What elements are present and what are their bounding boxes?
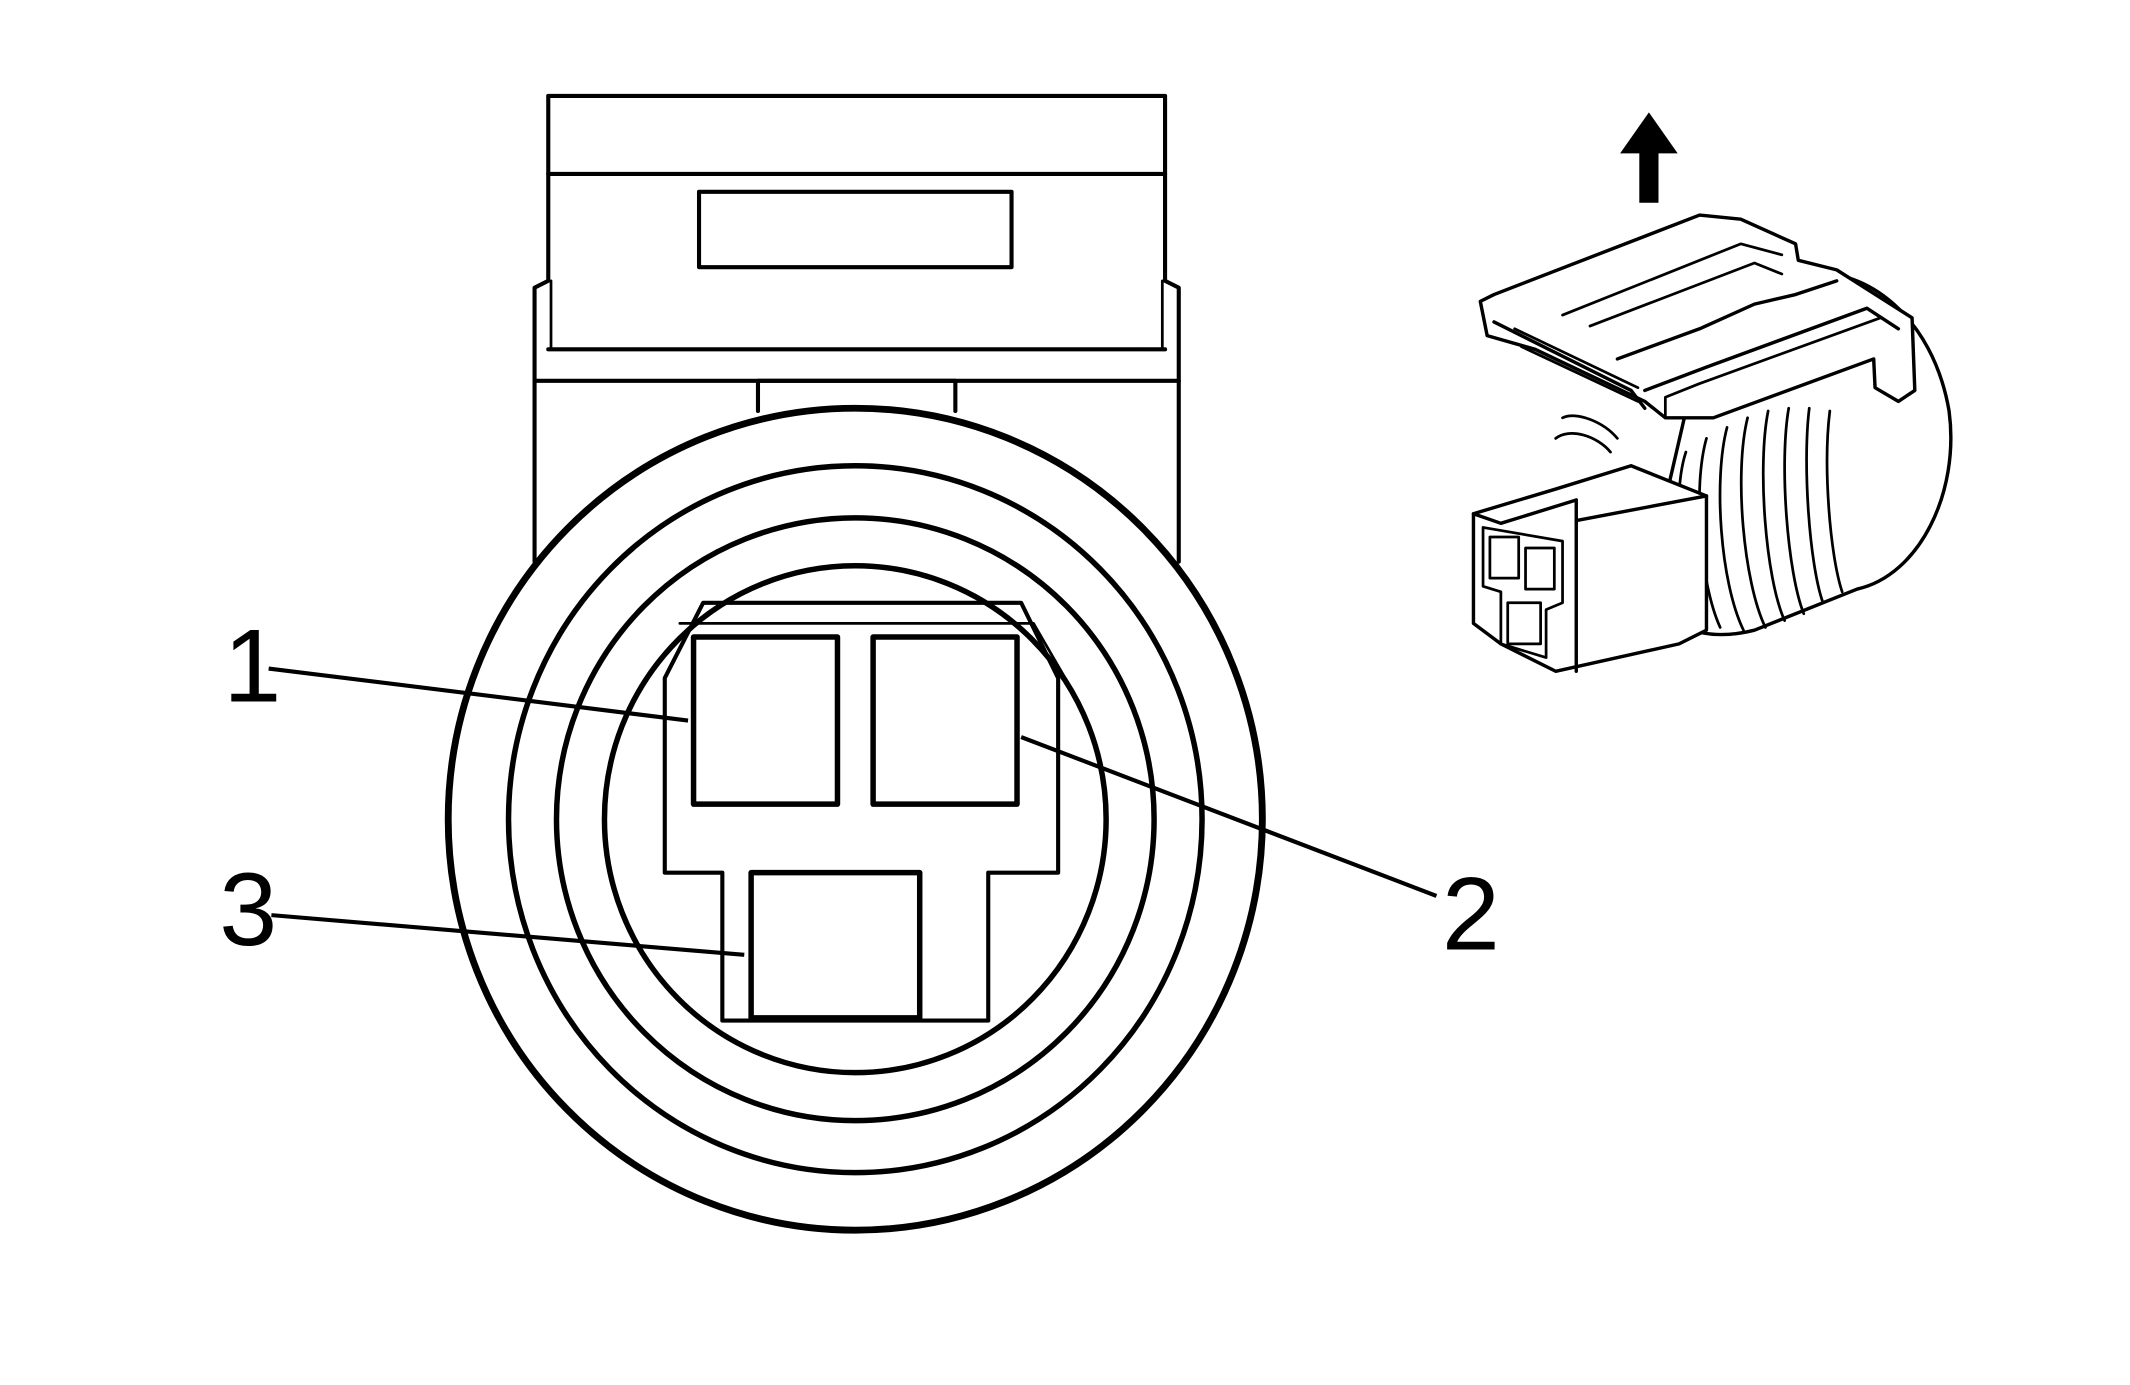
terminal-2 [870,634,1020,807]
connector-latch [532,93,1181,564]
terminal-cavity-outline [662,600,1061,1023]
connector-isometric-inset [1471,112,1953,673]
leader-line-3 [271,913,745,957]
inset-terminal-3 [1506,601,1542,646]
callout-leaders [268,666,1438,957]
connector-top-latch [1478,213,1917,420]
inset-terminal-2 [1524,546,1556,591]
leader-line-2 [1020,735,1438,898]
connector-face-view [444,93,1266,1234]
latch-window [696,189,1014,270]
connector-rings [444,404,1266,1234]
leader-line-1 [268,666,689,723]
up-arrow-icon [1620,112,1678,203]
terminal-3 [748,869,923,1021]
terminal-1 [690,634,841,807]
callout-label-3: 3 [219,852,277,968]
callout-label-1: 1 [223,608,281,724]
inset-terminal-1 [1488,535,1521,580]
callout-label-2: 2 [1442,856,1500,972]
